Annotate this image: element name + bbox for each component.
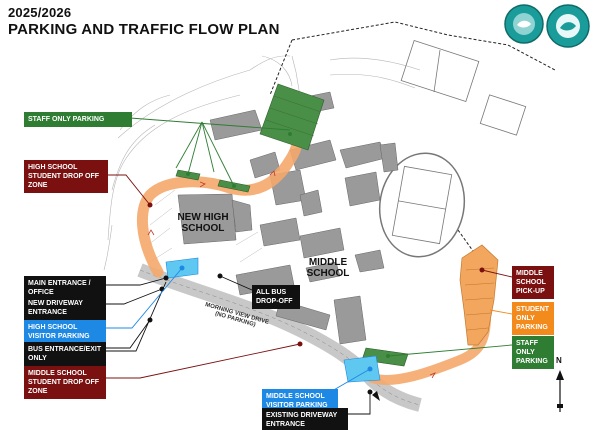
athletic-fields [378,40,527,258]
property-boundary [269,21,556,259]
middle-school-label: MIDDLE SCHOOL [306,257,350,279]
hs-visitor-parking-label: HIGH SCHOOL VISITOR PARKING [24,320,106,344]
existing-driveway-entrance-label: EXISTING DRIVEWAY ENTRANCE [262,408,348,430]
new-driveway-entrance-label: NEW DRIVEWAY ENTRANCE [24,296,106,320]
ms-pick-up-label: MIDDLE SCHOOL PICK-UP [512,266,554,299]
plan-title: PARKING AND TRAFFIC FLOW PLAN [8,21,280,38]
bus-entrance-exit-label: BUS ENTRANCE/EXIT ONLY [24,342,106,366]
student-parking-lot [459,244,499,346]
all-bus-drop-off-label: ALL BUS DROP-OFF [252,285,300,309]
staff-only-parking-label: STAFF ONLY PARKING [24,112,132,127]
terrain-contours [103,55,421,271]
north-label: N [556,356,562,365]
ms-student-drop-off-label: MIDDLE SCHOOL STUDENT DROP OFF ZONE [24,366,106,399]
leader-lines [105,117,513,415]
staff-parking-striping [265,95,322,137]
student-only-parking-label: STUDENT ONLY PARKING [512,302,554,335]
plan-year: 2025/2026 [8,5,72,20]
north-arrow [556,370,564,412]
traffic-arrows [147,170,436,379]
staff-only-parking-right-label: STAFF ONLY PARKING [512,336,554,369]
high-school-logo [504,4,544,44]
high-school-site [147,189,263,263]
hs-student-drop-off-label: HIGH SCHOOL STUDENT DROP OFF ZONE [24,160,108,193]
middle-school-logo [546,4,590,48]
new-high-school-label: NEW HIGH SCHOOL [177,212,229,234]
